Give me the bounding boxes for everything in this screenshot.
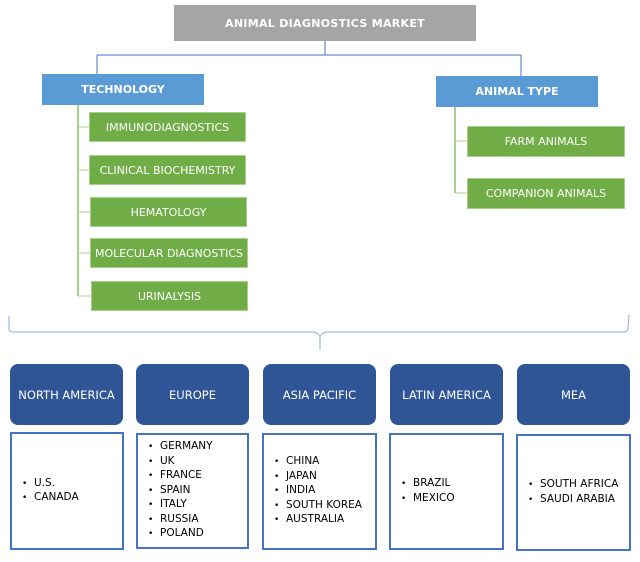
regions-brace bbox=[8, 314, 630, 350]
region-europe[interactable]: EUROPE bbox=[136, 364, 249, 425]
country-list: SOUTH AFRICA SAUDI ARABIA bbox=[528, 478, 618, 507]
category-animal-type[interactable]: ANIMAL TYPE bbox=[436, 76, 598, 107]
tech-item-molecular-diagnostics[interactable]: MOLECULAR DIAGNOSTICS bbox=[90, 238, 248, 268]
country-item: SAUDI ARABIA bbox=[528, 493, 618, 508]
region-north-america[interactable]: NORTH AMERICA bbox=[10, 364, 123, 425]
animal-item-companion-animals[interactable]: COMPANION ANIMALS bbox=[467, 178, 625, 209]
country-item: GERMANY bbox=[148, 440, 213, 455]
country-item: RUSSIA bbox=[148, 513, 213, 528]
region-countries-latin-america: BRAZIL MEXICO bbox=[389, 433, 504, 550]
region-latin-america[interactable]: LATIN AMERICA bbox=[390, 364, 503, 425]
region-countries-europe: GERMANY UK FRANCE SPAIN ITALY RUSSIA POL… bbox=[136, 433, 249, 549]
country-list: BRAZIL MEXICO bbox=[401, 477, 455, 506]
country-item: ITALY bbox=[148, 498, 213, 513]
country-item: U.S. bbox=[22, 477, 79, 492]
country-list: CHINA JAPAN INDIA SOUTH KOREA AUSTRALIA bbox=[274, 455, 362, 528]
category-technology[interactable]: TECHNOLOGY bbox=[42, 74, 204, 105]
animal-item-farm-animals[interactable]: FARM ANIMALS bbox=[467, 126, 625, 157]
country-item: FRANCE bbox=[148, 469, 213, 484]
country-item: INDIA bbox=[274, 484, 362, 499]
country-item: UK bbox=[148, 455, 213, 470]
country-item: SPAIN bbox=[148, 484, 213, 499]
country-item: SOUTH AFRICA bbox=[528, 478, 618, 493]
region-asia-pacific[interactable]: ASIA PACIFIC bbox=[263, 364, 376, 425]
region-countries-asia-pacific: CHINA JAPAN INDIA SOUTH KOREA AUSTRALIA bbox=[262, 433, 377, 550]
country-item: CHINA bbox=[274, 455, 362, 470]
tech-item-hematology[interactable]: HEMATOLOGY bbox=[90, 197, 247, 227]
country-item: BRAZIL bbox=[401, 477, 455, 492]
region-countries-mea: SOUTH AFRICA SAUDI ARABIA bbox=[516, 434, 631, 551]
country-list: U.S. CANADA bbox=[22, 477, 79, 506]
tech-item-clinical-biochemistry[interactable]: CLINICAL BIOCHEMISTRY bbox=[89, 155, 246, 185]
country-item: JAPAN bbox=[274, 470, 362, 485]
diagram-title: ANIMAL DIAGNOSTICS MARKET bbox=[174, 5, 476, 41]
tech-item-urinalysis[interactable]: URINALYSIS bbox=[91, 281, 248, 311]
country-item: CANADA bbox=[22, 491, 79, 506]
country-item: SOUTH KOREA bbox=[274, 499, 362, 514]
country-item: POLAND bbox=[148, 527, 213, 542]
tech-item-immunodiagnostics[interactable]: IMMUNODIAGNOSTICS bbox=[89, 112, 246, 142]
country-list: GERMANY UK FRANCE SPAIN ITALY RUSSIA POL… bbox=[148, 440, 213, 542]
region-countries-north-america: U.S. CANADA bbox=[10, 432, 124, 550]
region-mea[interactable]: MEA bbox=[517, 364, 630, 425]
country-item: AUSTRALIA bbox=[274, 513, 362, 528]
country-item: MEXICO bbox=[401, 492, 455, 507]
